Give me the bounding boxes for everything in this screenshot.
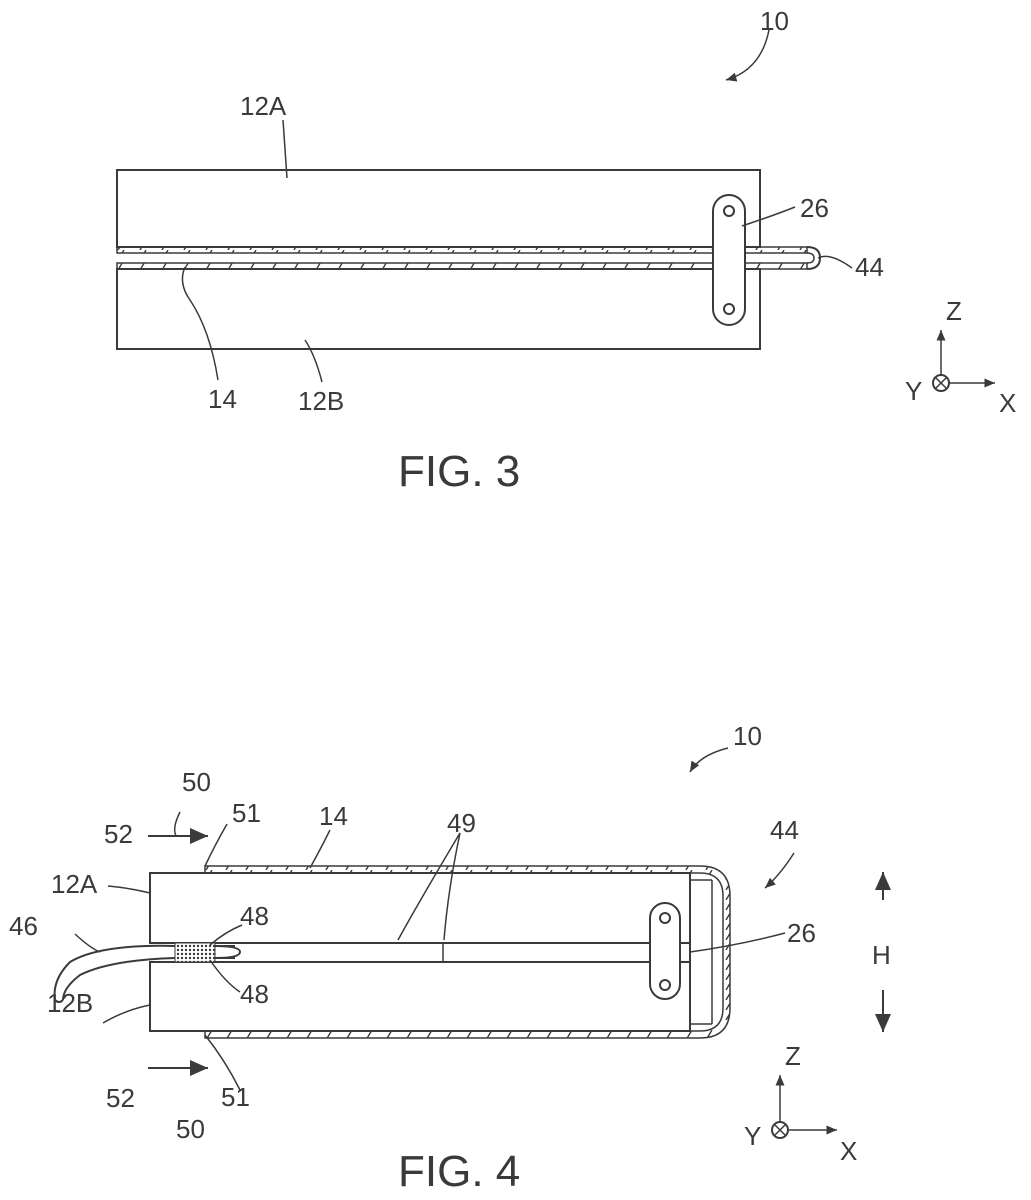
ref-10-fig4: 10	[733, 721, 762, 751]
caption-fig3: FIG. 3	[398, 447, 520, 496]
ref-12b-fig3: 12B	[298, 386, 344, 416]
ref-h: H	[872, 940, 891, 970]
clamp-26	[712, 194, 746, 326]
ref-26-fig4: 26	[787, 918, 816, 948]
ref-26-fig3: 26	[800, 193, 829, 223]
svg-text:Y: Y	[744, 1121, 761, 1151]
lower-block-12b	[116, 268, 761, 350]
ref-49: 49	[447, 808, 476, 838]
ref-14-fig3: 14	[208, 384, 237, 414]
ref-52-top: 52	[104, 819, 133, 849]
axes-fig3: Z Y X	[905, 296, 1016, 418]
ref-46: 46	[9, 911, 38, 941]
figure-4: 10 50 51 14 49 44 52 12A 46 48 26 H 48 1…	[9, 721, 891, 1196]
figure-3: 10 12A 26 44 14 12B Z Y X FIG. 3	[116, 6, 1016, 496]
ref-51-bottom: 51	[221, 1082, 250, 1112]
svg-text:X: X	[999, 388, 1016, 418]
membrane-fold-44	[806, 246, 822, 270]
clamp-26-fig4	[649, 902, 681, 1000]
seal-48	[174, 942, 216, 963]
ref-52-bottom: 52	[106, 1083, 135, 1113]
ref-44-fig3: 44	[855, 252, 884, 282]
clamp-hole-bottom	[723, 303, 735, 315]
upper-block-12a	[116, 169, 761, 248]
ref-44-fig4: 44	[770, 815, 799, 845]
ref-12b-fig4: 12B	[47, 988, 93, 1018]
ref-51-top: 51	[232, 798, 261, 828]
ref-48-bottom: 48	[240, 979, 269, 1009]
upper-block-12a-fig4	[149, 872, 691, 944]
ref-50-bottom: 50	[176, 1114, 205, 1144]
ref-50-top: 50	[182, 767, 211, 797]
lead-46	[53, 944, 235, 1001]
caption-fig4: FIG. 4	[398, 1147, 520, 1196]
ref-12a-fig3: 12A	[240, 91, 287, 121]
ref-14-fig4: 14	[319, 801, 348, 831]
ref-10-fig3: 10	[760, 6, 789, 36]
svg-text:Y: Y	[905, 376, 922, 406]
clamp-hole-top	[723, 205, 735, 217]
lower-block-12b-fig4	[149, 961, 691, 1032]
svg-text:Z: Z	[785, 1041, 801, 1071]
ref-12a-fig4: 12A	[51, 869, 98, 899]
membrane-upper-layer	[116, 246, 808, 254]
svg-text:X: X	[840, 1136, 857, 1166]
axes-fig4: Z Y X	[744, 1041, 857, 1166]
svg-text:Z: Z	[946, 296, 962, 326]
ref-48-top: 48	[240, 901, 269, 931]
